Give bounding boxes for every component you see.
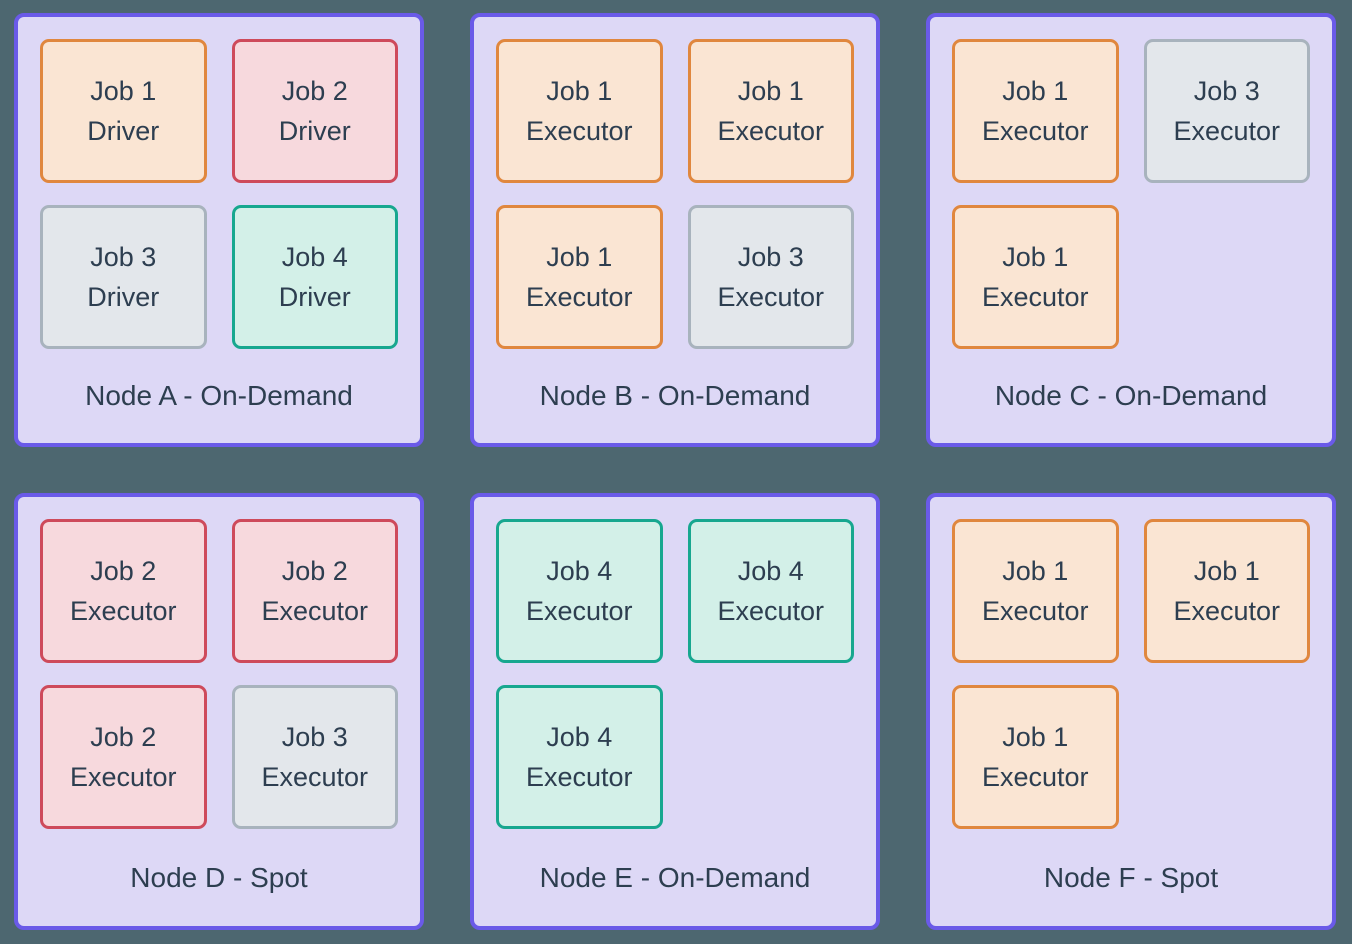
node-f-label: Node F - Spot [1043,861,1219,893]
node-b-label: Node B - On-Demand [539,380,811,411]
job-box: Job 1 Executor [952,685,1119,829]
job-role: Executor [261,596,369,626]
job-title: Job 3 [737,241,804,272]
job-title: Job 1 [90,75,157,106]
job-title: Job 1 [1002,241,1069,272]
job-title: Job 4 [737,555,804,586]
job-role: Driver [278,116,351,146]
job-title: Job 1 [1002,555,1069,586]
job-box: Job 3 Driver [40,205,207,349]
job-title: Job 2 [281,555,348,586]
job-title: Job 2 [90,721,157,752]
job-title: Job 1 [1193,555,1260,586]
job-box: Job 1 Executor [952,205,1119,349]
job-role: Executor [1173,596,1281,626]
job-box: Job 1 Executor [496,205,663,349]
job-role: Executor [525,762,633,792]
job-box: Job 1 Driver [40,39,207,183]
job-title: Job 1 [1002,75,1069,106]
job-box: Job 2 Executor [40,519,207,663]
job-title: Job 4 [546,721,613,752]
job-role: Executor [69,762,177,792]
job-box: Job 1 Executor [496,39,663,183]
node-e-jobs: Job 4 Executor Job 4 Executor Job 4 Exec… [496,519,854,829]
job-title: Job 3 [1193,75,1260,106]
node-e: Job 4 Executor Job 4 Executor Job 4 Exec… [470,493,880,930]
job-role: Executor [525,596,633,626]
node-c-jobs: Job 1 Executor Job 3 Executor Job 1 Exec… [952,39,1310,349]
job-box: Job 1 Executor [687,39,854,183]
node-a-jobs: Job 1 Driver Job 2 Driver Job 3 Driver J… [40,39,398,349]
job-role: Executor [1173,116,1281,146]
job-role: Executor [981,116,1089,146]
job-box: Job 4 Executor [687,519,854,663]
job-title: Job 3 [281,721,348,752]
node-b: Job 1 Executor Job 1 Executor Job 1 Exec… [470,13,880,447]
job-box: Job 4 Driver [231,205,398,349]
node-a: Job 1 Driver Job 2 Driver Job 3 Driver J… [14,13,424,447]
job-box: Job 3 Executor [231,685,398,829]
job-role: Executor [981,282,1089,312]
node-d: Job 2 Executor Job 2 Executor Job 2 Exec… [14,493,424,930]
job-title: Job 2 [90,555,157,586]
node-e-label: Node E - On-Demand [539,861,811,893]
job-title: Job 1 [1002,721,1069,752]
job-box: Job 4 Executor [496,685,663,829]
job-role: Executor [981,596,1089,626]
job-role: Executor [717,116,825,146]
node-c: Job 1 Executor Job 3 Executor Job 1 Exec… [926,13,1336,447]
job-box: Job 2 Executor [231,519,398,663]
job-box: Job 3 Executor [687,205,854,349]
job-role: Executor [717,596,825,626]
job-box: Job 4 Executor [496,519,663,663]
job-role: Executor [69,596,177,626]
node-a-label: Node A - On-Demand [85,380,353,411]
job-title: Job 1 [737,75,804,106]
job-role: Executor [717,282,825,312]
job-role: Driver [87,116,160,146]
node-f-jobs: Job 1 Executor Job 1 Executor Job 1 Exec… [952,519,1310,829]
job-box: Job 2 Executor [40,685,207,829]
job-role: Driver [87,282,160,312]
job-title: Job 4 [546,555,613,586]
job-role: Executor [981,762,1089,792]
node-b-jobs: Job 1 Executor Job 1 Executor Job 1 Exec… [496,39,854,349]
node-d-label: Node D - Spot [130,861,308,893]
job-box: Job 1 Executor [952,519,1119,663]
job-box: Job 1 Executor [952,39,1119,183]
job-title: Job 3 [90,241,157,272]
job-title: Job 2 [281,75,348,106]
node-f: Job 1 Executor Job 1 Executor Job 1 Exec… [926,493,1336,930]
node-d-jobs: Job 2 Executor Job 2 Executor Job 2 Exec… [40,519,398,829]
job-title: Job 1 [546,75,613,106]
job-role: Executor [261,762,369,792]
job-box: Job 1 Executor [1143,519,1310,663]
job-role: Executor [525,116,633,146]
job-title: Job 1 [546,241,613,272]
job-box: Job 3 Executor [1143,39,1310,183]
job-title: Job 4 [281,241,348,272]
job-role: Executor [525,282,633,312]
node-c-label: Node C - On-Demand [994,380,1268,411]
job-role: Driver [278,282,351,312]
job-box: Job 2 Driver [231,39,398,183]
